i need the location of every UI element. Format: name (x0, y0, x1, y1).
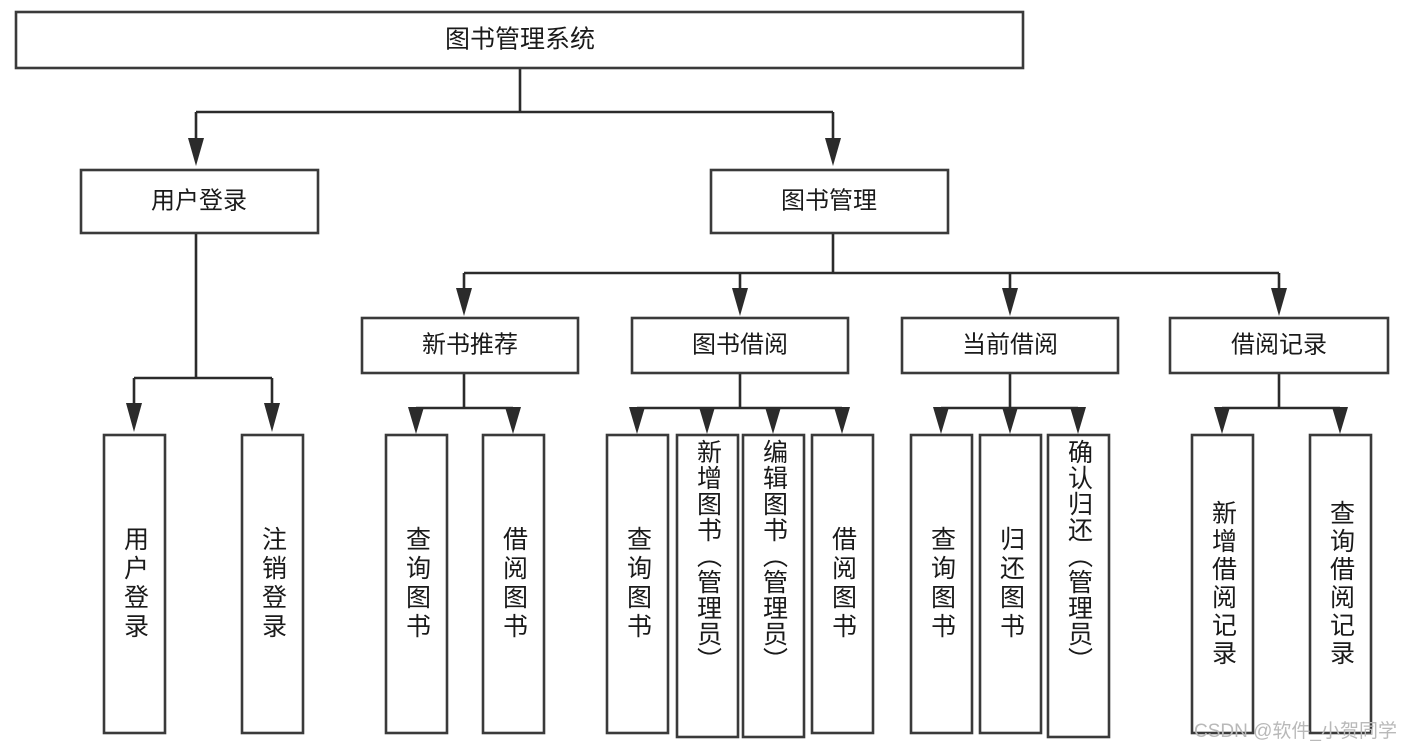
connector-group-root (188, 68, 841, 166)
node-book-borrow-box[interactable] (630, 316, 850, 375)
node-user-login[interactable]: 用户登录 (79, 168, 320, 235)
node-leaf-query-record-label: 查询借阅记录 (1326, 500, 1355, 668)
arrow-head-leaf-add-book (699, 407, 715, 434)
arrow-head-leaf-query-book-3 (933, 407, 949, 434)
node-leaf-query-book-3-box[interactable] (909, 433, 974, 735)
node-leaf-return-book-label: 归还图书 (996, 526, 1025, 642)
node-leaf-user-logout-label: 注销登录 (258, 526, 287, 642)
node-new-book-recommend-box[interactable] (360, 316, 580, 375)
arrow-head-book-borrow (732, 288, 748, 316)
node-leaf-edit-book-label: 编辑图书（管理员） (759, 439, 788, 673)
node-borrow-record[interactable]: 借阅记录 (1168, 316, 1390, 375)
node-book-management[interactable]: 图书管理 (709, 168, 950, 235)
arrow-head-leaf-user-login (126, 403, 142, 432)
arrow-head-current-borrow (1002, 288, 1018, 316)
node-borrow-record-label: 借阅记录 (1231, 331, 1327, 358)
node-user-login-label: 用户登录 (151, 187, 247, 214)
connector-group-current-borrow (933, 373, 1086, 434)
arrow-head-user-login (188, 138, 204, 166)
connector-group-book-borrow (629, 373, 850, 434)
node-current-borrow[interactable]: 当前借阅 (900, 316, 1120, 375)
leaf-boxes (102, 433, 1373, 739)
arrow-head-leaf-return-book (1002, 407, 1018, 434)
node-current-borrow-box[interactable] (900, 316, 1120, 375)
arrow-head-leaf-borrow-book-1 (505, 407, 521, 434)
arrow-head-new-book-recommend (456, 288, 472, 316)
node-new-book-recommend-label: 新书推荐 (422, 331, 518, 358)
arrow-head-leaf-borrow-book-2 (834, 407, 850, 434)
node-book-borrow[interactable]: 图书借阅 (630, 316, 850, 375)
node-book-management-box[interactable] (709, 168, 950, 235)
connector-group-book-management (456, 233, 1287, 316)
node-leaf-add-book-label: 新增图书（管理员） (693, 439, 722, 673)
node-leaf-borrow-book-2-box[interactable] (810, 433, 875, 735)
arrow-head-leaf-user-logout (264, 403, 280, 432)
node-leaf-confirm-return-box[interactable] (1046, 433, 1111, 739)
node-leaf-query-book-1-label: 查询图书 (402, 526, 431, 642)
arrow-head-leaf-add-record (1214, 407, 1230, 434)
node-leaf-return-book-box[interactable] (978, 433, 1043, 735)
node-book-borrow-label: 图书借阅 (692, 331, 788, 358)
node-leaf-borrow-book-2-label: 借阅图书 (828, 526, 857, 642)
node-leaf-user-login-box[interactable] (102, 433, 167, 735)
node-user-login-box[interactable] (79, 168, 320, 235)
node-leaf-query-book-1-box[interactable] (384, 433, 449, 735)
leaf-labels: 用户登录 注销登录 查询图书 借阅图书 查询图书 (120, 439, 1355, 673)
arrow-head-leaf-query-book-2 (629, 407, 645, 434)
node-leaf-confirm-return-label: 确认归还（管理员） (1064, 439, 1093, 673)
node-new-book-recommend[interactable]: 新书推荐 (360, 316, 580, 375)
connector-group-new-book-recommend (408, 373, 521, 434)
node-root[interactable]: 图书管理系统 (14, 10, 1025, 70)
node-leaf-borrow-book-1-label: 借阅图书 (499, 526, 528, 642)
connector-group-user-login (126, 233, 280, 432)
arrow-head-book-management (825, 138, 841, 166)
arrow-head-leaf-query-record (1332, 407, 1348, 434)
node-leaf-query-book-2-box[interactable] (605, 433, 670, 735)
node-leaf-edit-book-box[interactable] (741, 433, 806, 739)
node-leaf-query-book-2-label: 查询图书 (623, 526, 652, 642)
node-book-management-label: 图书管理 (781, 187, 877, 214)
node-current-borrow-label: 当前借阅 (962, 331, 1058, 358)
node-root-box[interactable] (14, 10, 1025, 70)
arrow-head-leaf-edit-book (765, 407, 781, 434)
node-leaf-query-record-box[interactable] (1308, 433, 1373, 735)
connector-group-borrow-record (1214, 373, 1348, 434)
node-leaf-add-book-box[interactable] (675, 433, 740, 739)
arrow-head-leaf-confirm-return (1070, 407, 1086, 434)
arrow-head-borrow-record (1271, 288, 1287, 316)
node-leaf-add-record-label: 新增借阅记录 (1208, 500, 1237, 668)
node-leaf-borrow-book-1-box[interactable] (481, 433, 546, 735)
node-leaf-add-record-box[interactable] (1190, 433, 1255, 735)
node-leaf-user-logout-box[interactable] (240, 433, 305, 735)
arrow-head-leaf-query-book-1 (408, 407, 424, 434)
node-leaf-query-book-3-label: 查询图书 (927, 526, 956, 642)
node-borrow-record-box[interactable] (1168, 316, 1390, 375)
node-leaf-user-login-label: 用户登录 (120, 526, 149, 642)
node-root-label: 图书管理系统 (445, 26, 595, 54)
